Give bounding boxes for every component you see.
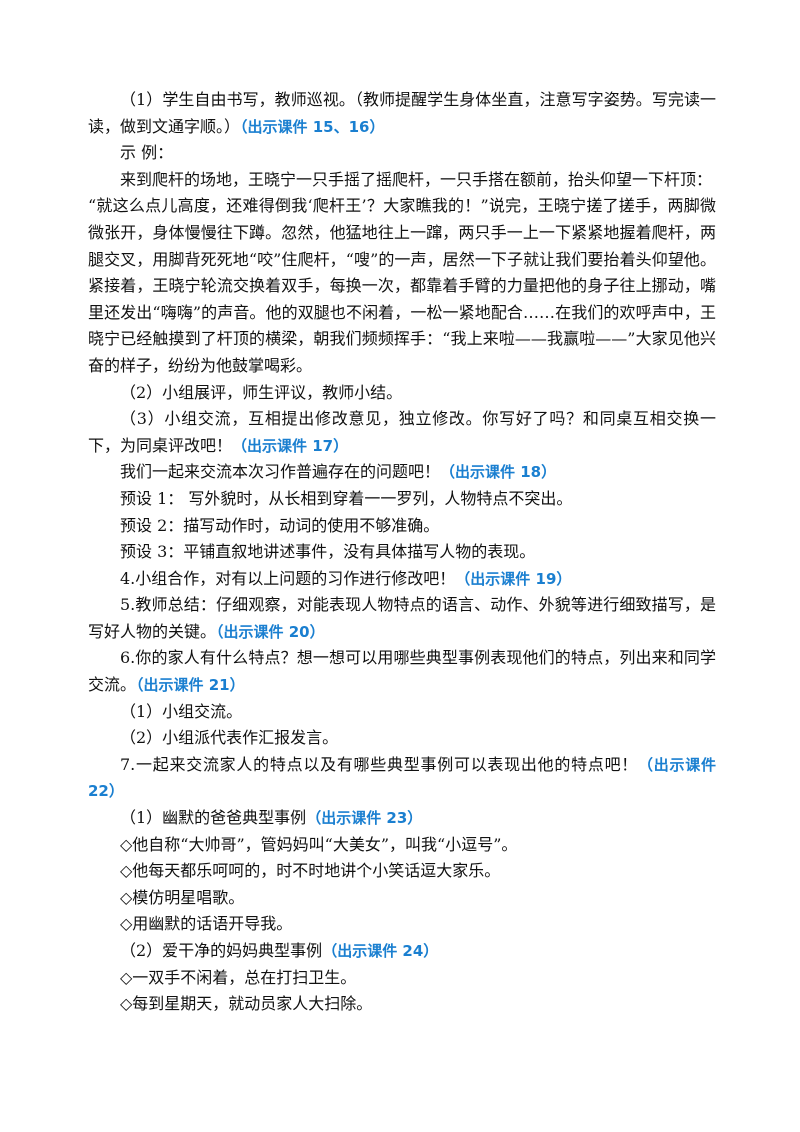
courseware-ref: （出示课件 17）	[232, 436, 349, 455]
step-5: 5.教师总结：仔细观察，对能表现人物特点的语言、动作、外貌等进行细致描写，是写好…	[88, 595, 716, 641]
list-item: ◇他自称“大帅哥”，管妈妈叫“大美女”，叫我“小逗号”。	[120, 834, 518, 854]
step-4: 4.小组合作，对有以上问题的习作进行修改吧！（出示课件 19）	[120, 568, 572, 588]
courseware-ref: （出示课件 21）	[136, 676, 245, 695]
humorous-dad-heading: （1）幽默的爸爸典型事例（出示课件 23）	[120, 808, 423, 828]
courseware-ref: （出示课件 18）	[440, 463, 557, 482]
step-6: 6.你的家人有什么特点？想一想可以用哪些典型事例表现他们的特点，列出来和同学交流…	[88, 648, 716, 695]
list-item: ◇他每天都乐呵呵的，时不时地讲个小笑话逗大家乐。	[120, 861, 501, 881]
example-body: “就这么点儿高度，还难得倒我‘爬杆王’？大家瞧我的！”说完，王晓宁搓了搓手，两脚…	[88, 196, 716, 375]
list-item: ◇每到星期天，就动员家人大扫除。	[120, 994, 373, 1014]
list-item: ◇用幽默的话语开导我。	[120, 914, 293, 934]
courseware-ref: （出示课件 22）	[88, 755, 716, 801]
paragraph-group-exchange: （3）小组交流，互相提出修改意见，独立修改。你写好了吗？和同桌互相交换一下，为同…	[88, 409, 716, 455]
preset-3: 预设 3：平铺直叙地讲述事件，没有具体描写人物的表现。	[120, 542, 536, 562]
preset-1: 预设 1： 写外貌时，从长相到穿着一一罗列，人物特点不突出。	[120, 488, 573, 508]
courseware-ref: （出示课件 23）	[306, 809, 423, 828]
courseware-ref: （出示课件 19）	[455, 569, 572, 588]
step-6-sub-2: （2）小组派代表作汇报发言。	[120, 728, 339, 748]
example-intro: 来到爬杆的场地，王晓宁一只手摇了摇爬杆，一只手搭在额前，抬头仰望一下杆顶：	[120, 169, 713, 189]
list-item: ◇一双手不闲着，总在打扫卫生。	[120, 967, 357, 987]
courseware-ref: （出示课件 20）	[216, 622, 325, 641]
paragraph-student-writing: （1）学生自由书写，教师巡视。（教师提醒学生身体坐直，注意写字姿势。写完读一读，…	[88, 90, 716, 136]
paragraph-group-review: （2）小组展评，师生评议，教师小结。	[120, 382, 403, 402]
step-6-sub-1: （1）小组交流。	[120, 701, 243, 721]
step-7: 7.一起来交流家人的特点以及有哪些典型事例可以表现出他的特点吧！（出示课件 22…	[88, 754, 716, 801]
preset-2: 预设 2：描写动作时，动词的使用不够准确。	[120, 515, 440, 535]
list-item: ◇模仿明星唱歌。	[120, 887, 245, 907]
example-heading: 示 例：	[120, 143, 174, 163]
courseware-ref: （出示课件 15、16）	[240, 117, 385, 136]
paragraph-common-problems: 我们一起来交流本次习作普遍存在的问题吧！（出示课件 18）	[120, 462, 557, 482]
tidy-mom-heading: （2）爱干净的妈妈典型事例（出示课件 24）	[120, 941, 439, 960]
courseware-ref: （出示课件 24）	[322, 942, 439, 960]
